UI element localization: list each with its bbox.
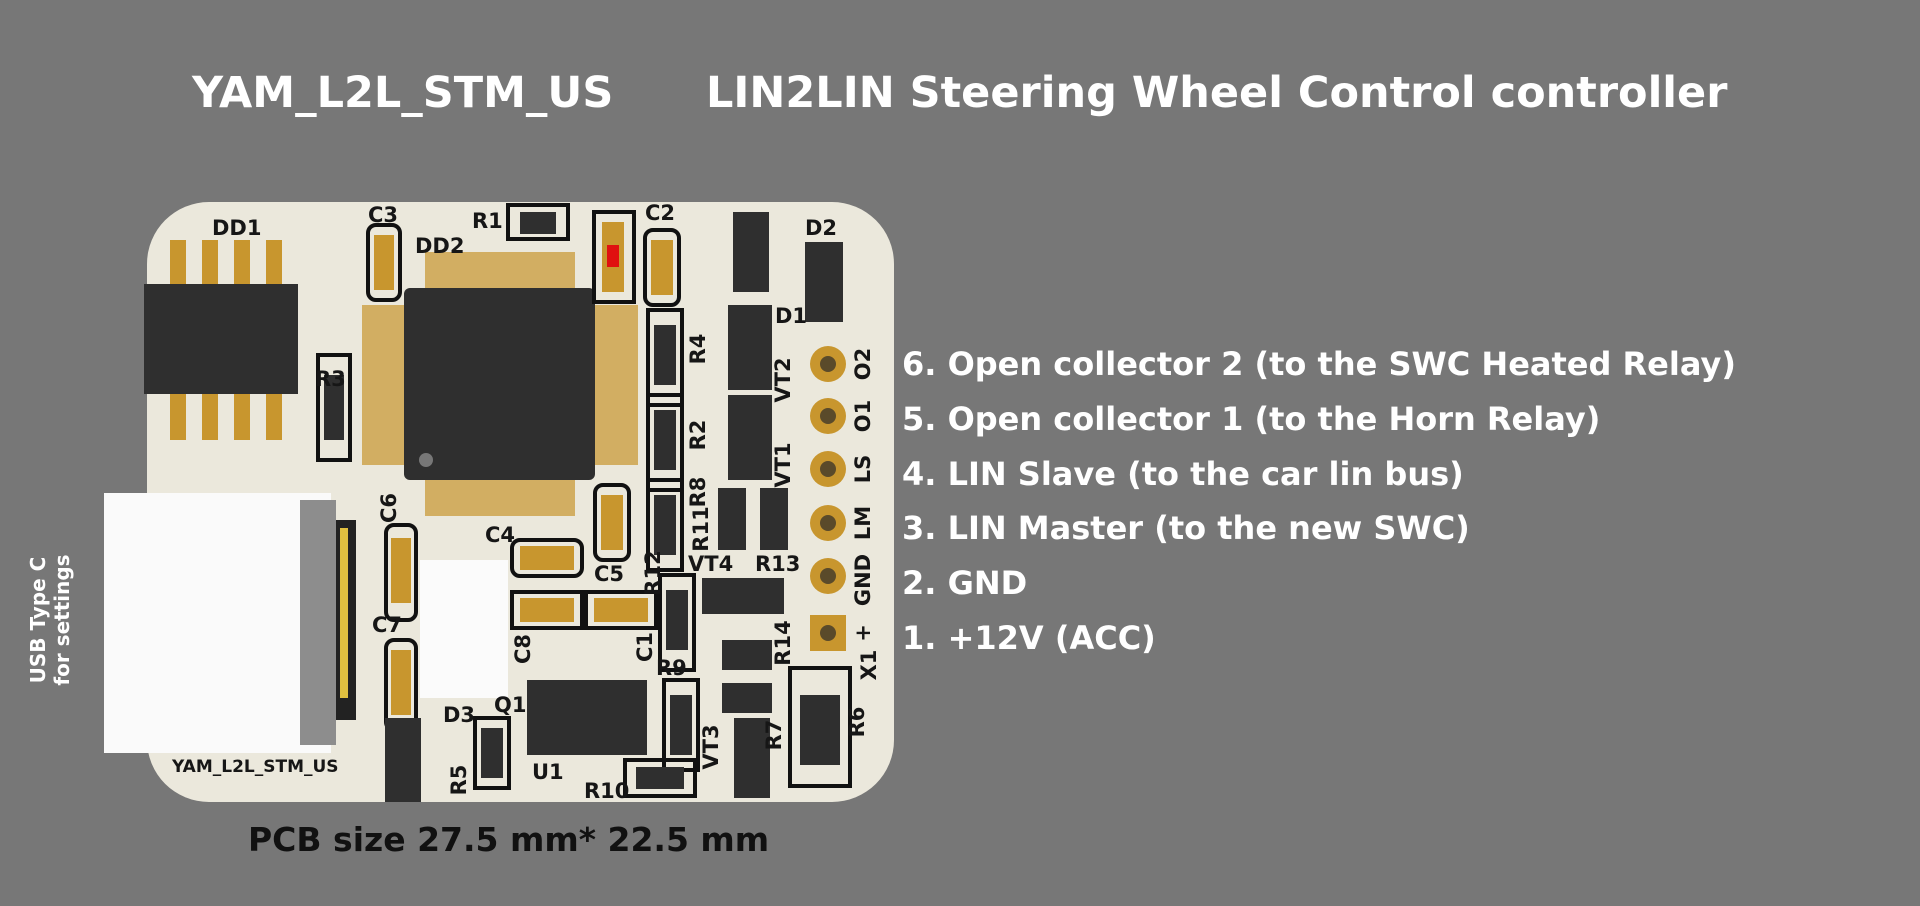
silk-r13: R13 (755, 552, 800, 576)
silk-c6: C6 (377, 493, 401, 523)
dd1-chip (144, 240, 298, 440)
pin-label-plus: + (851, 624, 875, 642)
pin-label-lm: LM (851, 506, 875, 540)
silk-vt1: VT1 (771, 442, 795, 487)
pinout-list: 6. Open collector 2 (to the SWC Heated R… (902, 344, 1736, 673)
silk-r8: R8 (686, 477, 710, 508)
silk-vt3: VT3 (699, 724, 723, 769)
silk-r1: R1 (472, 209, 503, 233)
usb-label-line-1: USB Type C (26, 556, 50, 684)
silk-r7: R7 (762, 720, 786, 751)
pin-label-o1: O1 (851, 400, 875, 432)
pinout-item-1: 1. +12V (ACC) (902, 618, 1156, 657)
silk-c2: C2 (645, 201, 675, 225)
silk-d1: D1 (775, 304, 807, 328)
silk-q1: Q1 (494, 693, 526, 717)
x1-connector (810, 346, 846, 651)
silk-u1: U1 (532, 760, 564, 784)
silk-c4: C4 (485, 523, 515, 547)
silk-d3: D3 (443, 703, 475, 727)
silk-dd2: DD2 (415, 234, 464, 258)
pinout-item-6: 6. Open collector 2 (to the SWC Heated R… (902, 345, 1736, 383)
usb-c-connector[interactable] (104, 493, 356, 753)
silk-d2: D2 (805, 216, 837, 240)
board-description-title: LIN2LIN Steering Wheel Control controlle… (706, 68, 1728, 118)
pin-label-gnd: GND (851, 554, 875, 606)
silk-board-name: YAM_L2L_STM_US (171, 757, 339, 777)
dd2-mcu (362, 252, 638, 516)
u1-regulator (527, 680, 647, 755)
pinout-item-5: 5. Open collector 1 (to the Horn Relay) (902, 399, 1601, 438)
usb-type-c-label: USB Type C for settings (26, 540, 74, 700)
passive-components (316, 203, 852, 802)
silkscreen-labels: DD1 C3 R1 C2 D2 DD2 D1 R3 R4 VT2 R2 VT1 … (171, 201, 869, 803)
pinout-item-2: 2. GND (902, 564, 1028, 603)
silk-c1: C1 (633, 632, 657, 662)
silk-vt4: VT4 (688, 552, 733, 576)
silk-vt2: VT2 (771, 357, 795, 402)
silk-r2: R2 (686, 420, 710, 451)
silk-c5: C5 (594, 562, 624, 586)
silk-r5: R5 (447, 765, 471, 796)
usb-label-line-2: for settings (50, 554, 74, 686)
status-led (607, 245, 619, 267)
silk-r3: R3 (315, 367, 346, 391)
silk-r9: R9 (656, 656, 687, 680)
q1-crystal (420, 560, 508, 698)
silk-r14: R14 (771, 620, 795, 665)
pinout-item-3: 3. LIN Master (to the new SWC) (902, 509, 1470, 548)
silk-c7: C7 (372, 613, 402, 637)
connector-pin-labels: O2 O1 LS LM GND + X1 (851, 348, 881, 681)
silk-r12: R12 (641, 550, 665, 595)
pcb-size-caption: PCB size 27.5 mm* 22.5 mm (248, 820, 770, 859)
silk-r4: R4 (686, 334, 710, 365)
pin-label-o2: O2 (851, 348, 875, 380)
pinout-item-4: 4. LIN Slave (to the car lin bus) (902, 454, 1464, 493)
pin-label-ls: LS (851, 455, 875, 484)
silk-r10: R10 (584, 779, 629, 803)
silk-x1: X1 (857, 650, 881, 681)
silk-dd1: DD1 (212, 216, 261, 240)
silk-r6: R6 (845, 707, 869, 738)
board-model-title: YAM_L2L_STM_US (192, 68, 614, 118)
silk-c8: C8 (511, 634, 535, 664)
silk-c3: C3 (368, 203, 398, 227)
silk-r11: R11 (689, 506, 713, 551)
